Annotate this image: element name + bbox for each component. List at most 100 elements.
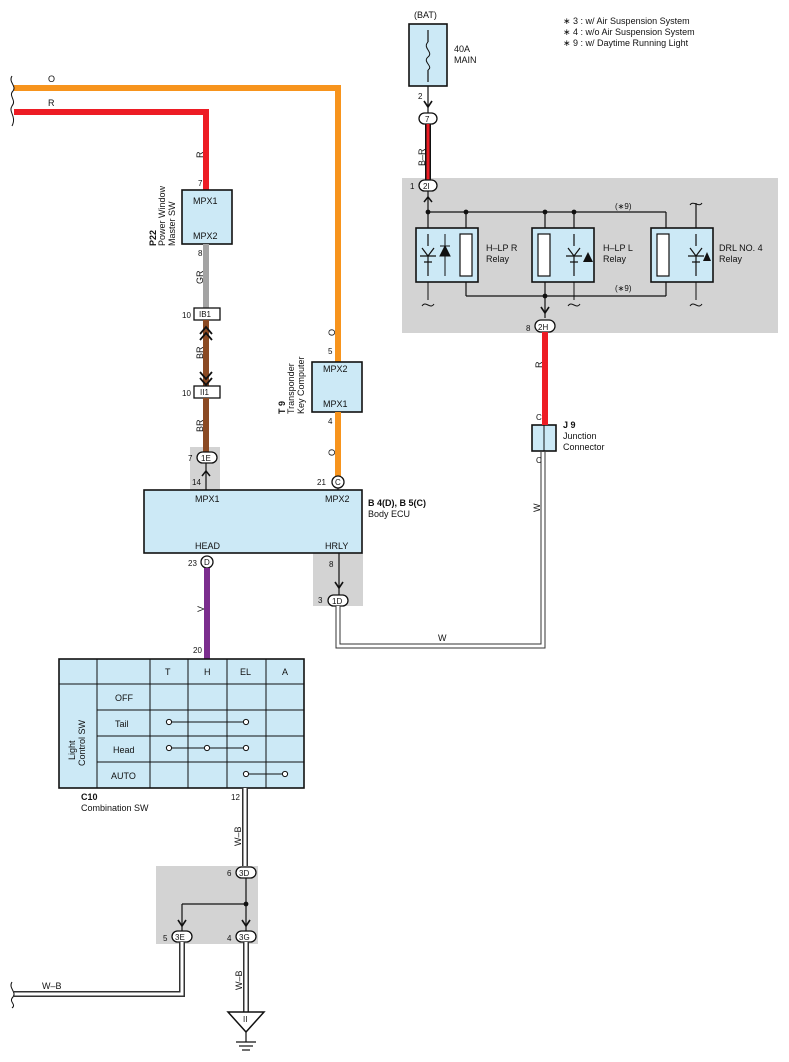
combo-continuity-auto xyxy=(242,770,289,778)
combination-sw xyxy=(58,658,305,789)
p22-mpx1: MPX1 xyxy=(193,196,218,206)
t9-pin-bottom: 4 xyxy=(328,417,333,426)
wire-label-w-right: W xyxy=(532,503,542,512)
note-4: ∗ 4 : w/o Air Suspension System xyxy=(563,27,695,37)
relay-junction-2 xyxy=(463,209,469,215)
relay-break-1 xyxy=(421,282,435,307)
wire-break-left-bottom xyxy=(10,981,15,1009)
wire-break-left xyxy=(10,75,15,127)
wire-label-b-r: B–R xyxy=(417,148,427,166)
ecu-pin-mpx1: 14 xyxy=(192,478,201,487)
relay-h-lp-r-sub: Relay xyxy=(486,254,510,264)
combo-pin-top: 20 xyxy=(193,646,202,655)
ground-symbol-label: II xyxy=(243,1015,247,1024)
t9-code: T 9 xyxy=(277,401,287,414)
connector-3d-label: 3D xyxy=(239,869,249,878)
body-ecu xyxy=(143,489,363,554)
combo-col-a: A xyxy=(282,667,288,677)
ecu-pin-mpx2: 21 xyxy=(317,478,326,487)
wire-label-br-lower: BR xyxy=(195,419,205,432)
j9-pin-bottom: C xyxy=(536,456,542,465)
ecu-label-head: HEAD xyxy=(195,541,221,551)
fuse-element-icon xyxy=(425,41,431,71)
ecu-label-mpx1: MPX1 xyxy=(195,494,220,504)
wire-label-r-top: R xyxy=(48,98,55,108)
arrow-1e-icon xyxy=(201,469,211,477)
relay-drl-no4-diode-icon xyxy=(703,252,711,261)
e1-pin: 7 xyxy=(188,454,193,463)
arrow-hrly-icon xyxy=(334,581,344,590)
relay-h-lp-l-switch-icon xyxy=(566,234,582,276)
connector-1d-label: 1D xyxy=(332,597,342,606)
wire-label-r-vertical: R xyxy=(195,151,205,158)
fuse-name: MAIN xyxy=(454,55,477,65)
wire-w-bottom-core xyxy=(336,452,545,648)
bat-pin-top: 2 xyxy=(418,92,423,101)
inline-connector-upper-icon xyxy=(199,325,213,341)
combo-continuity-tail xyxy=(165,718,250,726)
connector-ecu-d-label: D xyxy=(204,558,210,567)
connector-3g-label: 3G xyxy=(239,933,250,942)
t9-mpx2: MPX2 xyxy=(323,364,348,374)
wire-label-o-upper: O xyxy=(327,329,337,336)
j9-name-2: Connector xyxy=(563,442,605,452)
relay-drl-no4-switch-icon xyxy=(688,234,704,276)
relay-note-bottom: (∗9) xyxy=(615,284,632,293)
fuse-amp: 40A xyxy=(454,44,470,54)
wire-w-b-left-outer xyxy=(14,942,185,997)
connector-2h-label: 2H xyxy=(538,323,548,332)
connector-1e xyxy=(196,451,218,464)
arrow-3e-icon xyxy=(177,919,187,928)
combo-col-t: T xyxy=(165,667,171,677)
connector-ii1-label: II1 xyxy=(200,388,209,397)
connector-2i-label: 2I xyxy=(423,182,430,191)
ecu-label-mpx2: MPX2 xyxy=(325,494,350,504)
relay-drl-no4-coil xyxy=(656,233,670,277)
wire-label-w-bottom: W xyxy=(438,633,447,643)
combo-row-auto: AUTO xyxy=(111,771,136,781)
ground-triangle-icon xyxy=(226,1011,266,1034)
t9-transponder-key-computer xyxy=(311,361,363,413)
p22-name-2: Master SW xyxy=(167,201,177,246)
wire-label-w-b-left: W–B xyxy=(42,981,62,991)
body-ecu-code: B 4(D), B 5(C) xyxy=(368,498,426,508)
combo-continuity-head xyxy=(165,744,250,752)
ii1-pin: 10 xyxy=(182,389,191,398)
wire-o-top xyxy=(14,85,341,362)
relay-note-top: (∗9) xyxy=(615,202,632,211)
junction-dot-3d xyxy=(243,901,249,907)
combo-side-label-1: Light xyxy=(67,740,77,760)
ecu-label-hrly: HRLY xyxy=(325,541,348,551)
t9-name-1: Transponder xyxy=(286,363,296,414)
arrow-bat-icon xyxy=(423,100,433,109)
wire-label-w-b-lower: W–B xyxy=(234,970,244,990)
j9-pin-top: C xyxy=(536,413,542,422)
relay-junction-5 xyxy=(542,293,548,299)
relay-h-lp-l-diode-icon xyxy=(583,252,593,262)
relay-h-lp-l-coil xyxy=(537,233,551,277)
ib1-pin: 10 xyxy=(182,311,191,320)
t9-pin-top: 5 xyxy=(328,347,333,356)
p22-pin-bottom: 8 xyxy=(198,249,203,258)
ecu-pin-1d: 3 xyxy=(318,596,323,605)
j9-code: J 9 xyxy=(563,420,576,430)
ground-pin-3g: 4 xyxy=(227,934,232,943)
p22-code: P22 xyxy=(148,230,158,246)
combo-col-h: H xyxy=(204,667,211,677)
connector-ecu-c-label: C xyxy=(335,478,341,487)
arrow-3g-icon xyxy=(241,919,251,928)
connector-1e-label: 1E xyxy=(201,454,211,463)
combo-col-el: EL xyxy=(240,667,251,677)
wire-label-r-right: R xyxy=(534,361,544,368)
ecu-pin-hrly: 8 xyxy=(329,560,334,569)
combo-row-tail: Tail xyxy=(115,719,129,729)
relay-junction-4 xyxy=(571,209,577,215)
connector-7-label: 7 xyxy=(425,115,430,124)
note-3: ∗ 3 : w/ Air Suspension System xyxy=(563,16,690,26)
p22-mpx2: MPX2 xyxy=(193,231,218,241)
relay-drl-top-break xyxy=(689,202,703,206)
relay-junction-1 xyxy=(425,209,431,215)
relay-h-lp-l-name: H–LP L xyxy=(603,243,633,253)
relay-h-lp-r-name: H–LP R xyxy=(486,243,518,253)
